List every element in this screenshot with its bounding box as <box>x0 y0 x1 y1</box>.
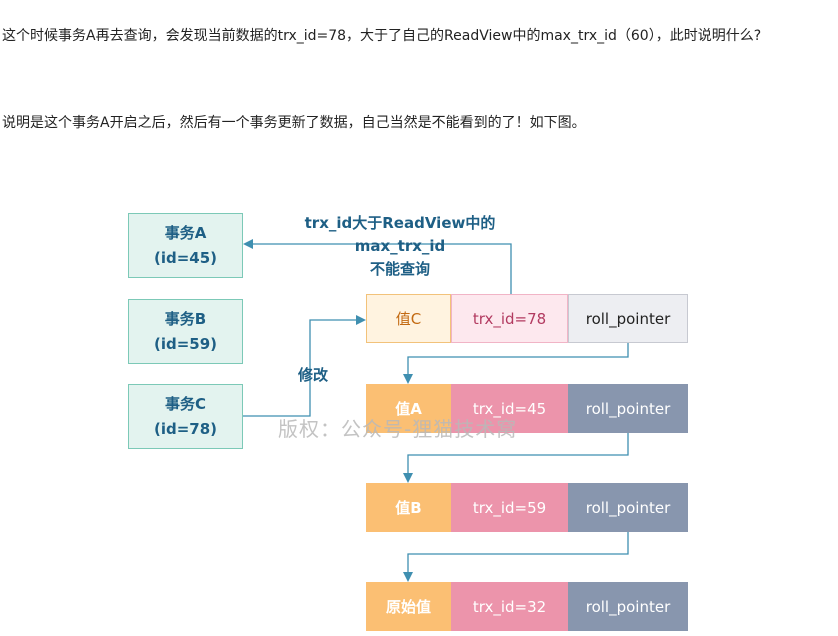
modify-label: 修改 <box>297 366 328 384</box>
transaction-c-id: (id=78) <box>153 419 218 438</box>
transaction-b-name: 事务B <box>164 309 207 328</box>
paragraph-2: 说明是这个事务A开启之后，然后有一个事务更新了数据，自己当然是不能看到的了！如下… <box>2 115 586 131</box>
query-arrow-label-line-1: trx_id大于ReadView中的 <box>304 214 496 232</box>
transaction-a-id: (id=45) <box>153 248 218 267</box>
query-arrow-label: trx_id大于ReadView中的 max_trx_id 不能查询 <box>290 212 510 281</box>
transaction-a-box: 事务A (id=45) <box>128 213 243 278</box>
version-2-roll-pointer: roll_pointer <box>568 384 688 433</box>
chain-arrow-2 <box>403 433 629 483</box>
version-2-value: 值A <box>366 384 451 433</box>
version-4-value: 原始值 <box>366 582 451 631</box>
paragraph-1: 这个时候事务A再去查询，会发现当前数据的trx_id=78，大于了自己的Read… <box>2 28 762 44</box>
transaction-a-name: 事务A <box>164 223 207 242</box>
version-1-value: 值C <box>366 294 451 343</box>
version-1-roll-pointer: roll_pointer <box>568 294 688 343</box>
transaction-b-box: 事务B (id=59) <box>128 299 243 364</box>
chain-arrow-1 <box>403 343 629 384</box>
chain-arrow-3 <box>403 532 629 582</box>
query-arrow-label-line-2: max_trx_id <box>354 237 446 255</box>
version-1-trx-id: trx_id=78 <box>451 294 568 343</box>
version-2-trx-id: trx_id=45 <box>451 384 568 433</box>
transaction-c-name: 事务C <box>164 394 206 413</box>
version-3-trx-id: trx_id=59 <box>451 483 568 532</box>
query-arrow-label-line-3: 不能查询 <box>369 260 430 278</box>
version-4-roll-pointer: roll_pointer <box>568 582 688 631</box>
version-3-roll-pointer: roll_pointer <box>568 483 688 532</box>
transaction-b-id: (id=59) <box>153 334 218 353</box>
watermark: 版权：公众号-狸猫技术窝 <box>278 417 518 441</box>
modify-arrow <box>243 315 366 417</box>
version-4-trx-id: trx_id=32 <box>451 582 568 631</box>
query-arrow <box>243 239 512 294</box>
version-3-value: 值B <box>366 483 451 532</box>
transaction-c-box: 事务C (id=78) <box>128 384 243 449</box>
